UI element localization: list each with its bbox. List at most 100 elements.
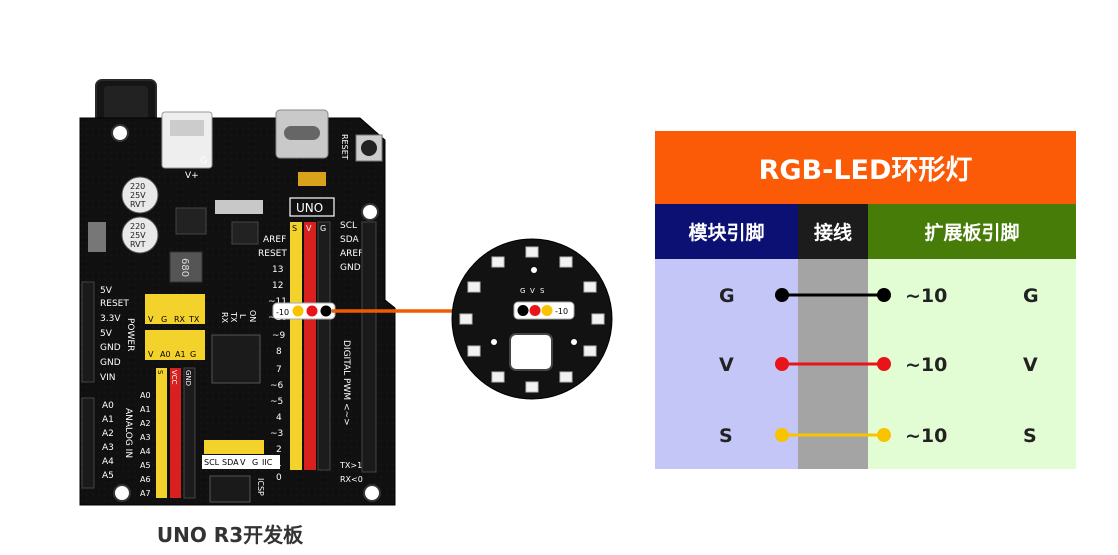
wire-endpoint xyxy=(775,357,789,371)
capacitor: 220 25V RVT xyxy=(121,176,159,214)
board-pin-v: ~10 xyxy=(905,354,948,376)
svg-text:SDA: SDA xyxy=(222,458,239,467)
svg-text:GND: GND xyxy=(100,343,121,353)
svg-text:V: V xyxy=(148,315,154,324)
module-pin-s: S xyxy=(719,425,733,447)
board-pin-g: ~10 xyxy=(905,285,948,307)
led-ring-module: G V S -10 xyxy=(451,238,613,400)
svg-text:-10: -10 xyxy=(555,307,568,316)
uno-logo: UNO xyxy=(296,201,323,215)
svg-text:~9: ~9 xyxy=(272,331,286,341)
wire-endpoint xyxy=(775,288,789,302)
svg-text:A5: A5 xyxy=(140,461,151,470)
svg-text:A3: A3 xyxy=(140,433,151,442)
analog-label: ANALOG IN xyxy=(123,408,133,458)
svg-text:ON: ON xyxy=(248,310,257,322)
svg-text:RVT: RVT xyxy=(130,240,146,249)
inductor xyxy=(169,251,203,283)
wiring-table: RGB-LED环形灯 模块引脚 接线 扩展板引脚 G ~10 G V ~10 V… xyxy=(655,131,1076,469)
svg-text:25V: 25V xyxy=(130,191,146,200)
svg-text:7: 7 xyxy=(276,365,282,375)
svg-text:TX>1: TX>1 xyxy=(339,461,362,470)
svg-text:S: S xyxy=(540,287,545,295)
svg-text:220: 220 xyxy=(130,182,145,191)
module-pin-g: G xyxy=(719,285,735,307)
board-pin-s: ~10 xyxy=(905,425,948,447)
svg-text:S: S xyxy=(156,370,164,375)
svg-text:A0: A0 xyxy=(160,350,171,359)
svg-text:GND: GND xyxy=(340,263,361,273)
header-module-pin: 模块引脚 xyxy=(655,204,798,259)
svg-text:SCL: SCL xyxy=(204,458,220,467)
svg-text:25V: 25V xyxy=(130,231,146,240)
svg-text:RESET: RESET xyxy=(100,299,129,309)
svg-text:220: 220 xyxy=(130,222,145,231)
svg-text:RX: RX xyxy=(174,315,186,324)
svg-text:13: 13 xyxy=(272,265,283,275)
svg-text:A4: A4 xyxy=(102,457,114,467)
svg-text:G: G xyxy=(320,224,326,233)
svg-text:A0: A0 xyxy=(102,401,114,411)
wire-lines xyxy=(775,288,891,442)
svg-text:GND: GND xyxy=(184,370,192,386)
svg-text:RESET: RESET xyxy=(258,249,287,259)
svg-text:A3: A3 xyxy=(102,443,114,453)
board-label-v: V xyxy=(1023,354,1038,376)
svg-text:A2: A2 xyxy=(102,429,114,439)
capacitor: 220 25V RVT xyxy=(121,216,159,254)
svg-text:A5: A5 xyxy=(102,471,114,481)
svg-text:SDA: SDA xyxy=(340,235,359,245)
svg-text:ICSP: ICSP xyxy=(256,478,265,496)
svg-text:S: S xyxy=(292,224,297,233)
svg-text:V: V xyxy=(306,224,312,233)
svg-text:IIC: IIC xyxy=(262,458,273,467)
svg-text:V: V xyxy=(240,458,246,467)
svg-text:~6: ~6 xyxy=(270,381,284,391)
svg-text:G: G xyxy=(520,287,525,295)
wire-endpoint xyxy=(877,288,891,302)
table-title: RGB-LED环形灯 xyxy=(655,131,1076,204)
board-label-g: G xyxy=(1023,285,1039,307)
power-pin-labels: 5V RESET 3.3V 5V GND GND VIN xyxy=(100,286,129,383)
module-pin-v: V xyxy=(719,354,734,376)
svg-text:~3: ~3 xyxy=(270,429,283,439)
svg-text:0: 0 xyxy=(276,473,282,483)
svg-text:4: 4 xyxy=(276,413,282,423)
svg-text:A6: A6 xyxy=(140,475,151,484)
svg-text:G: G xyxy=(190,350,196,359)
svg-text:SCL: SCL xyxy=(340,221,357,231)
header-board-pin: 扩展板引脚 xyxy=(868,204,1076,259)
svg-text:-10: -10 xyxy=(276,308,289,317)
svg-text:AREF: AREF xyxy=(263,235,286,245)
svg-text:A1: A1 xyxy=(102,415,114,425)
svg-text:V: V xyxy=(530,287,535,295)
analog-pin-labels: A0 A1 A2 A3 A4 A5 xyxy=(102,401,114,481)
svg-text:A0: A0 xyxy=(140,391,151,400)
wire-endpoint xyxy=(877,357,891,371)
svg-text:A7: A7 xyxy=(140,489,151,498)
svg-text:12: 12 xyxy=(272,281,283,291)
svg-text:680: 680 xyxy=(179,258,190,277)
power-label: POWER xyxy=(125,318,135,351)
svg-text:AREF: AREF xyxy=(340,249,363,259)
svg-text:5V: 5V xyxy=(100,286,113,296)
svg-text:8: 8 xyxy=(276,347,282,357)
wire-endpoint xyxy=(775,428,789,442)
mcu-chip xyxy=(211,334,261,384)
svg-text:3.3V: 3.3V xyxy=(100,314,121,324)
svg-text:GND: GND xyxy=(100,358,121,368)
svg-text:A2: A2 xyxy=(140,419,151,428)
svg-text:RX<0: RX<0 xyxy=(340,475,363,484)
svg-text:VIN: VIN xyxy=(100,373,116,383)
header-wiring: 接线 xyxy=(798,204,868,259)
v-plus-label: V+ xyxy=(185,171,199,181)
svg-text:TX: TX xyxy=(188,315,200,324)
svg-text:G: G xyxy=(252,458,258,467)
svg-text:~11: ~11 xyxy=(268,297,287,307)
svg-text:A1: A1 xyxy=(175,350,186,359)
svg-text:TX: TX xyxy=(229,311,238,323)
board-label-s: S xyxy=(1023,425,1037,447)
svg-text:VCC: VCC xyxy=(170,370,178,385)
svg-text:RX: RX xyxy=(220,312,229,324)
